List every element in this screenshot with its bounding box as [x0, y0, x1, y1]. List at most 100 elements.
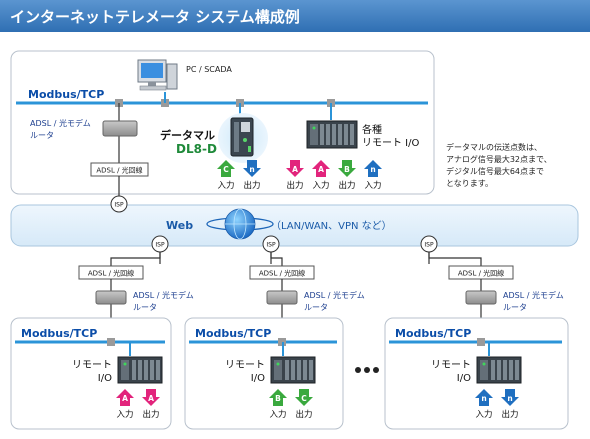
site2-io-arrow-1 [295, 389, 313, 406]
isp-nodes: ISP [110, 195, 128, 213]
site2-isp-label: ISP [266, 242, 276, 249]
site3-io-arrow-0 [475, 389, 493, 406]
site3-remote-io-icon [476, 356, 522, 384]
site3-bus-label: Modbus/TCP [395, 327, 471, 340]
site1: ISP ADSL / 光回線 ADSL / 光モデムルータ Modbus/TCP リモー… [10, 235, 194, 430]
site2-io-label-0: 入力 [269, 409, 286, 420]
site3-router-connector [477, 338, 485, 346]
site2-router-label-line2: ルータ [304, 303, 328, 312]
side-note-line1: データマルの伝送点数は、 [446, 142, 542, 152]
data-logger-icon [218, 103, 268, 163]
data-logger-io-0: C入力 [217, 160, 235, 191]
top-remote-io-arrow-0 [286, 160, 304, 177]
top-remote-io-letter-1: A [318, 165, 324, 174]
web-sub-label: （LAN/WAN、VPN など） [271, 220, 392, 232]
site1-isp-label: ISP [155, 242, 165, 249]
data-logger-io-arrow-1 [243, 160, 261, 177]
site2-isp-cable [270, 252, 283, 266]
top-isp-circle [110, 195, 128, 213]
site3-io-arrow-1 [501, 389, 519, 406]
top-remote-io-0: A出力 [286, 160, 304, 191]
top-remote-label: 各種 リモート I/O [362, 123, 419, 149]
top-remote-io-arrow-3 [364, 160, 382, 177]
site1-router-connector [107, 338, 115, 346]
top-remote-io-arrow-2 [338, 160, 356, 177]
site2-router-label-line1: ADSL / 光モデム [304, 290, 365, 300]
site1-router-label: ADSL / 光モデムルータ [133, 290, 194, 312]
top-isp-label: ISP [114, 202, 124, 209]
site3-io-label-0: 入力 [475, 409, 492, 420]
side-note: データマルの伝送点数は、 アナログ信号最大32点まで、 デジタル信号最大64点ま… [446, 142, 554, 188]
site1-io-arrow-0 [116, 389, 134, 406]
site2-line-box-label: ADSL / 光回線 [259, 269, 305, 278]
top-remote-io-label-3: 入力 [364, 180, 381, 191]
top-remote-io-1: A 入力 [312, 160, 330, 191]
top-remote-label-line1: 各種 [362, 123, 382, 136]
site2-io-1: C 出力 [295, 389, 313, 420]
site2-router-label: ADSL / 光モデムルータ [304, 290, 365, 312]
site1-remote-label-line2: I/O [98, 373, 112, 384]
data-logger-io-label-1: 出力 [243, 180, 260, 191]
site1-bus-label: Modbus/TCP [21, 327, 97, 340]
site3-isp-cable [428, 252, 482, 266]
top-remote-io-3: n入力 [364, 160, 382, 191]
data-logger-io-1: n 出力 [243, 160, 261, 191]
site3-io-0: n入力 [475, 389, 493, 420]
site3-isp-label: ISP [424, 242, 434, 249]
top-router-label-line1: ADSL / 光モデム [30, 118, 91, 128]
site3-io-1: n 出力 [501, 389, 519, 420]
site3-io-label-1: 出力 [501, 409, 518, 420]
data-logger-io-label-0: 入力 [217, 180, 234, 191]
site3: ISP ADSL / 光回線 ADSL / 光モデムルータ Modbus/TCP リモー… [384, 235, 569, 430]
site3-router-label-line1: ADSL / 光モデム [503, 290, 564, 300]
top-remote-io-2: B出力 [338, 160, 356, 191]
pc-icon [137, 59, 178, 103]
data-logger-name: データマル [160, 128, 215, 142]
top-line-box-label: ADSL / 光回線 [96, 166, 142, 175]
site2-io-letter-1: C [301, 394, 307, 403]
web-band [10, 204, 579, 247]
site1-remote-label: リモート I/O [72, 360, 112, 384]
top-remote-io-letter-0: A [292, 165, 298, 174]
data-logger-model: DL8-D [176, 142, 217, 156]
top-remote-io-label-1: 入力 [312, 180, 329, 191]
site3-router-label-line2: ルータ [503, 303, 527, 312]
site2-remote-label-line2: I/O [251, 373, 265, 384]
site1-router-label-line2: ルータ [133, 303, 157, 312]
site2-remote-io-icon [270, 356, 316, 384]
site2-io-letter-0: B [275, 394, 281, 403]
site1-io-label-1: 出力 [142, 409, 159, 420]
globe-icon [206, 208, 274, 240]
site1-router-icon [95, 290, 127, 305]
site3-io-letter-1: n [507, 394, 512, 403]
site3-router-label: ADSL / 光モデムルータ [503, 290, 564, 312]
site1-line-box-label: ADSL / 光回線 [88, 269, 134, 278]
title-bar [0, 0, 590, 32]
site2-io-0: B 入力 [269, 389, 287, 420]
top-remote-label-line2: リモート I/O [362, 138, 419, 149]
top-remote-io-letter-2: B [344, 165, 350, 174]
site1-io-label-0: 入力 [116, 409, 133, 420]
site2-router-icon [266, 290, 298, 305]
site3-line-box-label: ADSL / 光回線 [458, 269, 504, 278]
data-logger-io-letter-1: n [249, 165, 254, 174]
top-router-label: ADSL / 光モデム ルータ [30, 118, 93, 140]
top-remote-io-icon [306, 103, 358, 149]
site2-io-label-1: 出力 [295, 409, 312, 420]
top-site-panel [10, 50, 435, 195]
web-label: Web [166, 219, 193, 232]
site1-remote-label-line1: リモート [72, 360, 112, 371]
data-logger-io-arrow-0 [217, 160, 235, 177]
data-logger-io-group: C入力 n 出力 [217, 160, 261, 191]
site3-router-icon [465, 290, 497, 305]
pc-label: PC / SCADA [186, 65, 232, 74]
more-sites-ellipsis [355, 367, 379, 373]
site3-remote-label-line1: リモート [431, 360, 471, 371]
side-note-line2: アナログ信号最大32点まで、 [446, 154, 552, 164]
site2-io-arrow-0 [269, 389, 287, 406]
site1-router-label-line1: ADSL / 光モデム [133, 290, 194, 300]
